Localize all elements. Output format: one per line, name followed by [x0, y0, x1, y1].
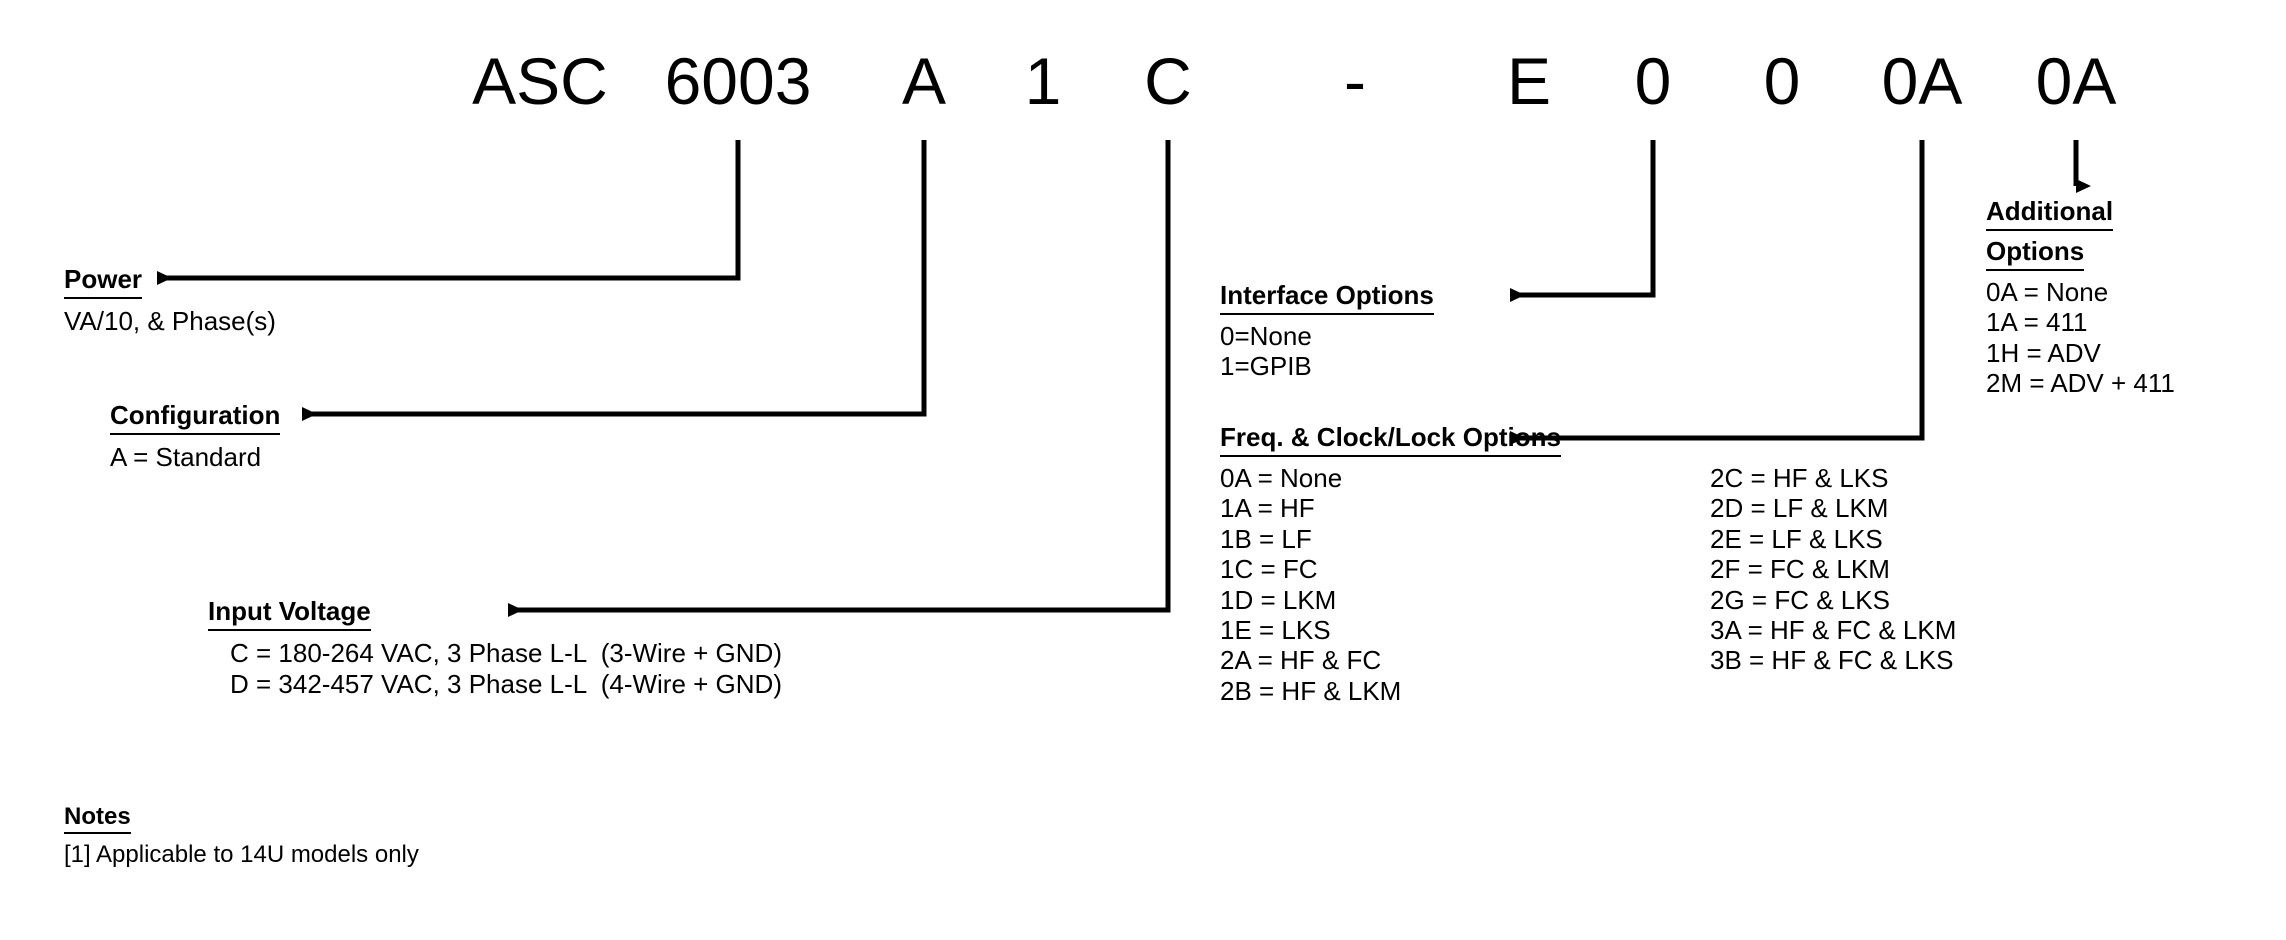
notes-line-1: [1] Applicable to 14U models only	[64, 841, 419, 868]
freq-option-item: 1E = LKS	[1220, 615, 1331, 646]
freq-clock-lock-options-heading: Freq. & Clock/Lock Options	[1220, 420, 1561, 457]
additional-option-item: 1A = 411	[1986, 307, 2088, 338]
freq-option-item: 1B = LF	[1220, 523, 1312, 554]
leader-input-voltage	[508, 140, 1171, 617]
freq-option-item: 1D = LKM	[1220, 584, 1337, 615]
freq-option-item: 2C = HF & LKS	[1710, 463, 1889, 493]
leader-power	[157, 140, 741, 285]
power-heading: Power	[64, 262, 143, 299]
additional-options-block: Additional Options 0A = None 1A = 411 1H…	[1986, 194, 2175, 399]
part-number-segment-0a: 0	[1634, 44, 1672, 118]
freq-option-item: 1A = HF	[1220, 493, 1315, 524]
part-number-segment-0a-freq: 0A	[1881, 44, 1963, 118]
input-voltage-line-2: D = 342-457 VAC, 3 Phase L-L (4-Wire + G…	[230, 669, 782, 699]
additional-options-heading-line-1: Additional	[1986, 194, 2114, 231]
input-voltage-block: Input Voltage C = 180-264 VAC, 3 Phase L…	[208, 594, 782, 700]
part-number-segment-c: C	[1144, 44, 1192, 118]
freq-option-item: 2D = LF & LKM	[1710, 493, 1889, 524]
freq-option-item: 2F = FC & LKM	[1710, 554, 1890, 585]
freq-option-item: 2E = LF & LKS	[1710, 523, 1883, 554]
freq-clock-lock-options-block: Freq. & Clock/Lock Options 0A = None 1A …	[1220, 420, 1956, 713]
part-number-segment-a: A	[901, 44, 947, 118]
freq-option-item: 3A = HF & FC & LKM	[1710, 615, 1957, 646]
part-number-segment-1: 1	[1024, 44, 1062, 118]
input-voltage-line-1: C = 180-264 VAC, 3 Phase L-L (3-Wire + G…	[230, 638, 782, 668]
interface-options-block: Interface Options 0=None 1=GPIB	[1220, 278, 1434, 382]
freq-option-item: 2B = HF & LKM	[1220, 675, 1402, 706]
configuration-line-1: A = Standard	[110, 442, 262, 472]
part-number-segment-dash: -	[1344, 44, 1366, 118]
freq-option-item: 2G = FC & LKS	[1710, 584, 1890, 615]
freq-option-item: 0A = None	[1220, 463, 1343, 493]
freq-option-item: 3B = HF & FC & LKS	[1710, 645, 1954, 676]
freq-options-column-left: 0A = None 1A = HF 1B = LF 1C = FC 1D = L…	[1220, 463, 1401, 706]
additional-option-item: 0A = None	[1986, 277, 2109, 307]
freq-option-item: 1C = FC	[1220, 554, 1318, 585]
interface-options-item-0: 0=None	[1220, 321, 1312, 351]
part-number-segment-0b: 0	[1763, 44, 1801, 118]
interface-options-item-1: 1=GPIB	[1220, 351, 1312, 382]
part-number-segment-6003: 6003	[664, 44, 812, 118]
power-block: Power VA/10, & Phase(s)	[64, 262, 276, 337]
part-number-segment-e: E	[1506, 44, 1552, 118]
leader-configuration	[302, 140, 927, 421]
leader-freq-clock-lock-options	[1510, 140, 1925, 445]
additional-option-item: 2M = ADV + 411	[1986, 368, 2175, 399]
additional-options-heading-line-2: Options	[1986, 234, 2085, 271]
configuration-heading: Configuration	[110, 398, 281, 435]
input-voltage-heading: Input Voltage	[208, 594, 371, 631]
interface-options-heading: Interface Options	[1220, 278, 1434, 315]
part-number-row: ASC 6003 A 1 C - E 0 0 0A 0A	[0, 38, 2286, 128]
freq-options-column-right: 2C = HF & LKS 2D = LF & LKM 2E = LF & LK…	[1710, 463, 1956, 676]
freq-option-item: 2A = HF & FC	[1220, 645, 1382, 676]
part-number-segment-0a-additional: 0A	[2035, 44, 2117, 118]
part-number-segment-asc: ASC	[472, 44, 608, 118]
leader-interface-options	[1510, 140, 1656, 302]
power-line-1: VA/10, & Phase(s)	[64, 306, 276, 336]
notes-heading: Notes	[64, 802, 131, 834]
configuration-block: Configuration A = Standard	[110, 398, 281, 473]
additional-option-item: 1H = ADV	[1986, 337, 2101, 368]
notes-block: Notes [1] Applicable to 14U models only	[64, 802, 419, 870]
